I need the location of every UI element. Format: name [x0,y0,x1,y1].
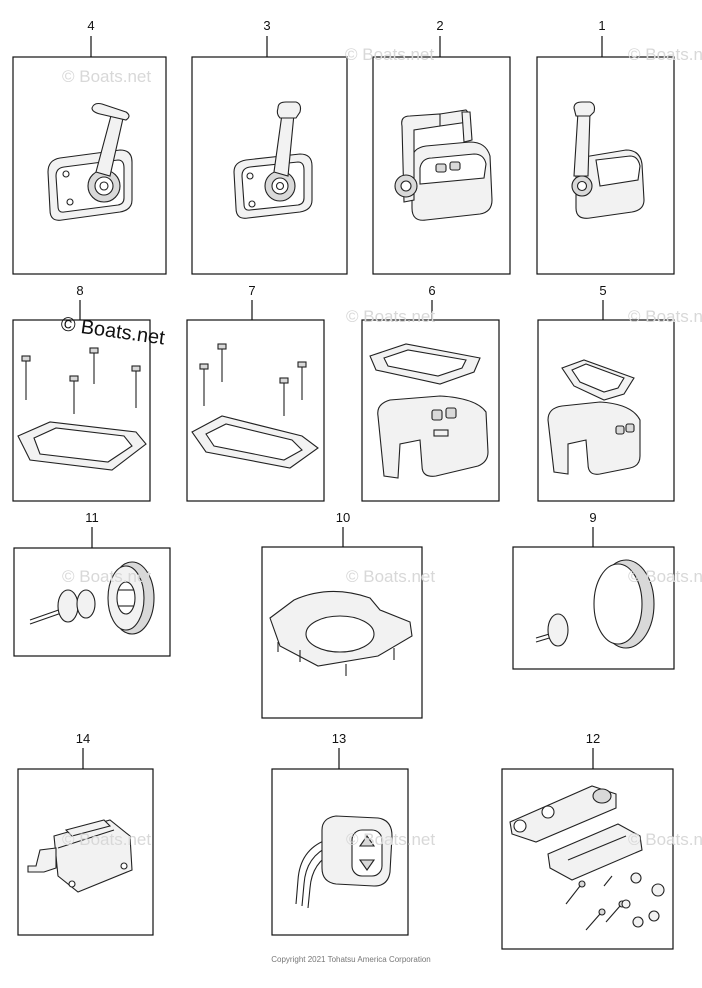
top-mount-single-lever-control-illustration [571,101,645,219]
part-14[interactable]: 14 [17,731,154,936]
part-7-frame [186,319,325,502]
watermark-text: © Boats.net [628,307,702,326]
part-4[interactable]: 4 [12,18,167,275]
copyright-notice: Copyright 2021 Tohatsu America Corporati… [271,955,431,964]
top-mount-remote-control-illustration [394,109,493,221]
cover-and-gasket-illustration [369,343,489,479]
watermark-text: © Boats.net [628,567,702,586]
callout-1: 1 [598,18,605,33]
grip-ring-illustration [535,559,655,649]
part-10[interactable]: 10 [261,510,423,719]
part-12[interactable]: 12 [501,731,674,950]
micro-switch-illustration [27,819,133,893]
cover-and-gasket-illustration [547,359,641,475]
watermark-text: © Boats.net [628,830,702,849]
part-8[interactable]: 8 [12,283,151,502]
side-mount-remote-control-illustration [233,101,313,219]
part-6[interactable]: 6 [361,283,500,502]
bolt-kit-and-mounting-frame-illustration [17,347,147,471]
callout-4: 4 [87,18,94,33]
callout-3: 3 [263,18,270,33]
trim-switch-illustration [295,815,393,909]
watermark-text: © Boats.net [62,567,151,586]
watermark-text: © Boats.net [346,830,435,849]
interlock-hardware-kit-illustration [509,785,665,931]
part-3[interactable]: 3 [191,18,348,275]
callout-11: 11 [85,510,99,525]
callout-13: 13 [332,731,346,746]
watermark-text: © Boats.net [628,45,702,64]
part-5[interactable]: 5 [537,283,675,502]
side-mount-remote-control-illustration [47,102,133,221]
part-7[interactable]: 7 [186,283,325,502]
part-2[interactable]: 2 [372,18,511,275]
callout-5: 5 [599,283,606,298]
part-9[interactable]: 9 [512,510,675,670]
part-8-frame [12,319,151,502]
watermark-text: © Boats.net [62,67,151,86]
part-11[interactable]: 11 [13,510,171,657]
part-13[interactable]: 13 [271,731,409,936]
bolt-kit-and-mounting-frame-illustration [191,343,319,469]
callout-2: 2 [436,18,443,33]
callout-7: 7 [248,283,255,298]
callout-10: 10 [336,510,350,525]
callout-14: 14 [76,731,90,746]
watermark-text: © Boats.net [346,307,435,326]
callout-12: 12 [586,731,600,746]
base-plate-illustration [269,590,413,676]
part-1[interactable]: 1 [536,18,675,275]
watermark-text: © Boats.net [62,830,151,849]
callout-6: 6 [428,283,435,298]
watermark-text: © Boats.net [346,567,435,586]
callout-8: 8 [76,283,83,298]
watermark-text: © Boats.net [345,45,434,64]
callout-9: 9 [589,510,596,525]
grip-and-bushing-illustration [29,561,155,635]
